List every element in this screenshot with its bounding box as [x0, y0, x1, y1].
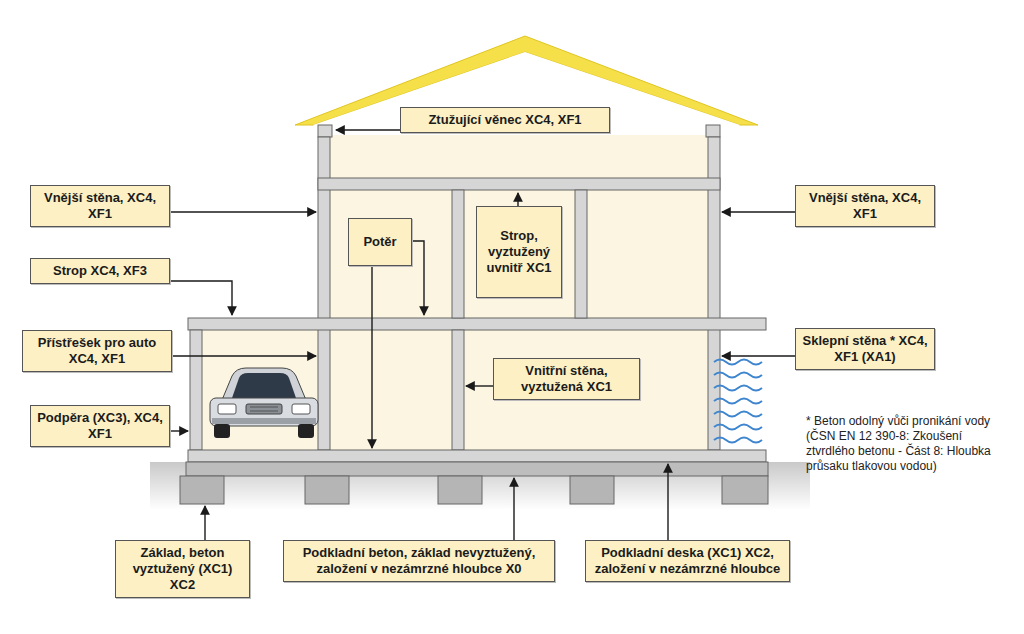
- attic: [330, 135, 708, 178]
- callout-box: Vnější stěna, XC4, XF1: [30, 185, 170, 227]
- callout-box: Základ, beton vyztužený (XC1) XC2: [115, 540, 250, 598]
- callout-text: Vnitřní stěna, vyztužená XC1: [500, 363, 633, 395]
- callout-text: Vnější stěna, XC4, XF1: [37, 190, 163, 222]
- callout-box: Potěr: [348, 218, 412, 266]
- callout-text: Vnější stěna, XC4, XF1: [802, 190, 928, 222]
- callout-box: Strop, vyztužený uvnitř XC1: [476, 206, 562, 298]
- callout-text: Sklepní stěna * XC4, XF1 (XA1): [802, 333, 928, 365]
- callout-box: Vnitřní stěna, vyztužená XC1: [493, 358, 640, 400]
- callout-text: Podkladní deska (XC1) XC2, založení v ne…: [592, 545, 783, 577]
- ground-water: [714, 360, 762, 443]
- upper-floor: [330, 190, 708, 318]
- callout-box: Přístřešek pro auto XC4, XF1: [22, 330, 172, 372]
- leader-arrows: [170, 130, 795, 540]
- callout-box: Podkladní beton, základ nevyztužený, zal…: [283, 540, 555, 582]
- callout-text: Přístřešek pro auto XC4, XF1: [29, 335, 165, 367]
- callout-text: Ztužující věnec XC4, XF1: [428, 112, 581, 128]
- callout-text: Potěr: [363, 234, 396, 250]
- callout-box: Podkladní deska (XC1) XC2, založení v ne…: [585, 540, 790, 582]
- callout-text: Základ, beton vyztužený (XC1) XC2: [122, 545, 243, 593]
- callout-box: Strop XC4, XF3: [30, 258, 170, 284]
- footnote: * Beton odolný vůči pronikání vody (ČSN …: [806, 414, 1011, 474]
- structure: [180, 125, 768, 504]
- ground: [150, 462, 810, 510]
- callout-box: Podpěra (XC3), XC4, XF1: [30, 405, 170, 447]
- carport-space: [202, 330, 318, 450]
- callout-text: Podkladní beton, základ nevyztužený, zal…: [290, 545, 548, 577]
- callout-text: Strop XC4, XF3: [53, 263, 147, 279]
- callout-text: Strop, vyztužený uvnitř XC1: [483, 228, 555, 276]
- callout-box: Sklepní stěna * XC4, XF1 (XA1): [795, 328, 935, 370]
- callout-box: Vnější stěna, XC4, XF1: [795, 185, 935, 227]
- basement: [330, 330, 708, 450]
- car: [210, 368, 318, 438]
- callout-box: Ztužující věnec XC4, XF1: [400, 107, 610, 133]
- callout-text: Podpěra (XC3), XC4, XF1: [37, 410, 163, 442]
